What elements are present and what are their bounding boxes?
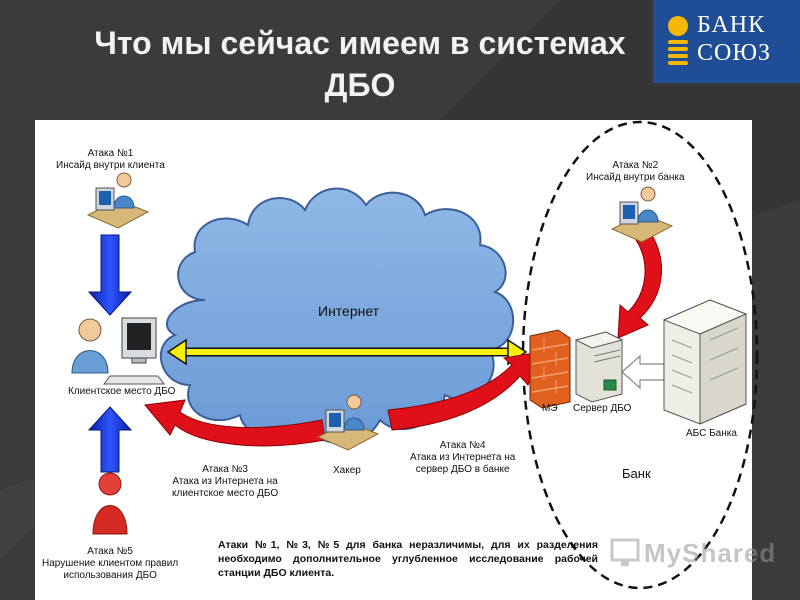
dbo-server-label: Сервер ДБО xyxy=(573,403,632,414)
attack5-arrow xyxy=(87,406,133,473)
hacker-icon xyxy=(316,394,380,451)
attack5-title: Атака №5 xyxy=(87,546,133,557)
person-at-computer-icon xyxy=(86,172,150,229)
attack5-label: Атака №5 Нарушение клиентом правил испол… xyxy=(42,546,178,582)
attack4-title: Атака №4 xyxy=(439,440,486,451)
attack4-line1: Атака из Интернета на xyxy=(410,452,516,463)
slide-title: Что мы сейчас имеем в системах ДБО xyxy=(60,22,660,106)
bank-logo: БАНК СОЮЗ xyxy=(653,0,800,83)
attack1-label: Атака №1 Инсайд внутри клиента xyxy=(56,148,165,172)
slide-title-line2: ДБО xyxy=(324,67,396,103)
hacker-label: Хакер xyxy=(333,465,361,476)
firewall-icon xyxy=(529,329,571,409)
attack3-label: Атака №3 Атака из Интернета на клиентско… xyxy=(172,464,278,500)
abs-label: АБС Банка xyxy=(686,428,737,439)
attack1-title: Атака №1 xyxy=(87,148,134,159)
logo-text-soyuz: СОЮЗ xyxy=(697,40,772,66)
attack2-desc: Инсайд внутри банка xyxy=(586,172,685,183)
bank-boundary xyxy=(521,120,759,590)
slide-title-line1: Что мы сейчас имеем в системах xyxy=(94,25,626,61)
attack2-label: Атака №2 Инсайд внутри банка xyxy=(586,160,685,184)
abs-to-server-arrow xyxy=(621,354,665,390)
attack4-label: Атака №4 Атака из Интернета на сервер ДБ… xyxy=(410,440,515,476)
logo-text-bank: БАНК xyxy=(697,12,766,38)
attack4-arrow xyxy=(387,351,541,431)
client-workplace-icon xyxy=(71,317,165,385)
coin-stack-icon xyxy=(668,16,688,65)
internet-cloud xyxy=(159,187,515,445)
attack4-line2: сервер ДБО в банке xyxy=(415,464,510,475)
attack2-arrow xyxy=(617,231,662,339)
attack1-arrow xyxy=(87,234,133,316)
attack1-desc: Инсайд внутри клиента xyxy=(56,160,165,171)
abs-server-icon xyxy=(662,299,748,425)
attack5-line2: использования ДБО xyxy=(63,570,157,581)
diagram-note: Атаки №1, №3, №5 для банка неразличимы, … xyxy=(218,539,598,579)
watermark-logo-icon xyxy=(610,538,640,566)
attack3-title: Атака №3 xyxy=(202,464,248,475)
attack5-line1: Нарушение клиентом правил xyxy=(42,558,179,569)
watermark-text: MyShared xyxy=(644,538,777,568)
person-icon xyxy=(92,472,128,535)
internet-label: Интернет xyxy=(318,303,380,319)
attack3-line1: Атака из Интернета на xyxy=(172,476,278,487)
attack3-line2: клиентское место ДБО xyxy=(172,488,279,499)
person-at-computer-icon xyxy=(610,186,674,243)
client-workplace-label: Клиентское место ДБО xyxy=(68,386,176,397)
server-icon xyxy=(574,331,624,403)
firewall-label: МЭ xyxy=(542,403,558,414)
bank-label: Банк xyxy=(622,466,651,481)
attack3-arrow xyxy=(144,399,326,447)
attack2-title: Атака №2 xyxy=(612,160,659,171)
